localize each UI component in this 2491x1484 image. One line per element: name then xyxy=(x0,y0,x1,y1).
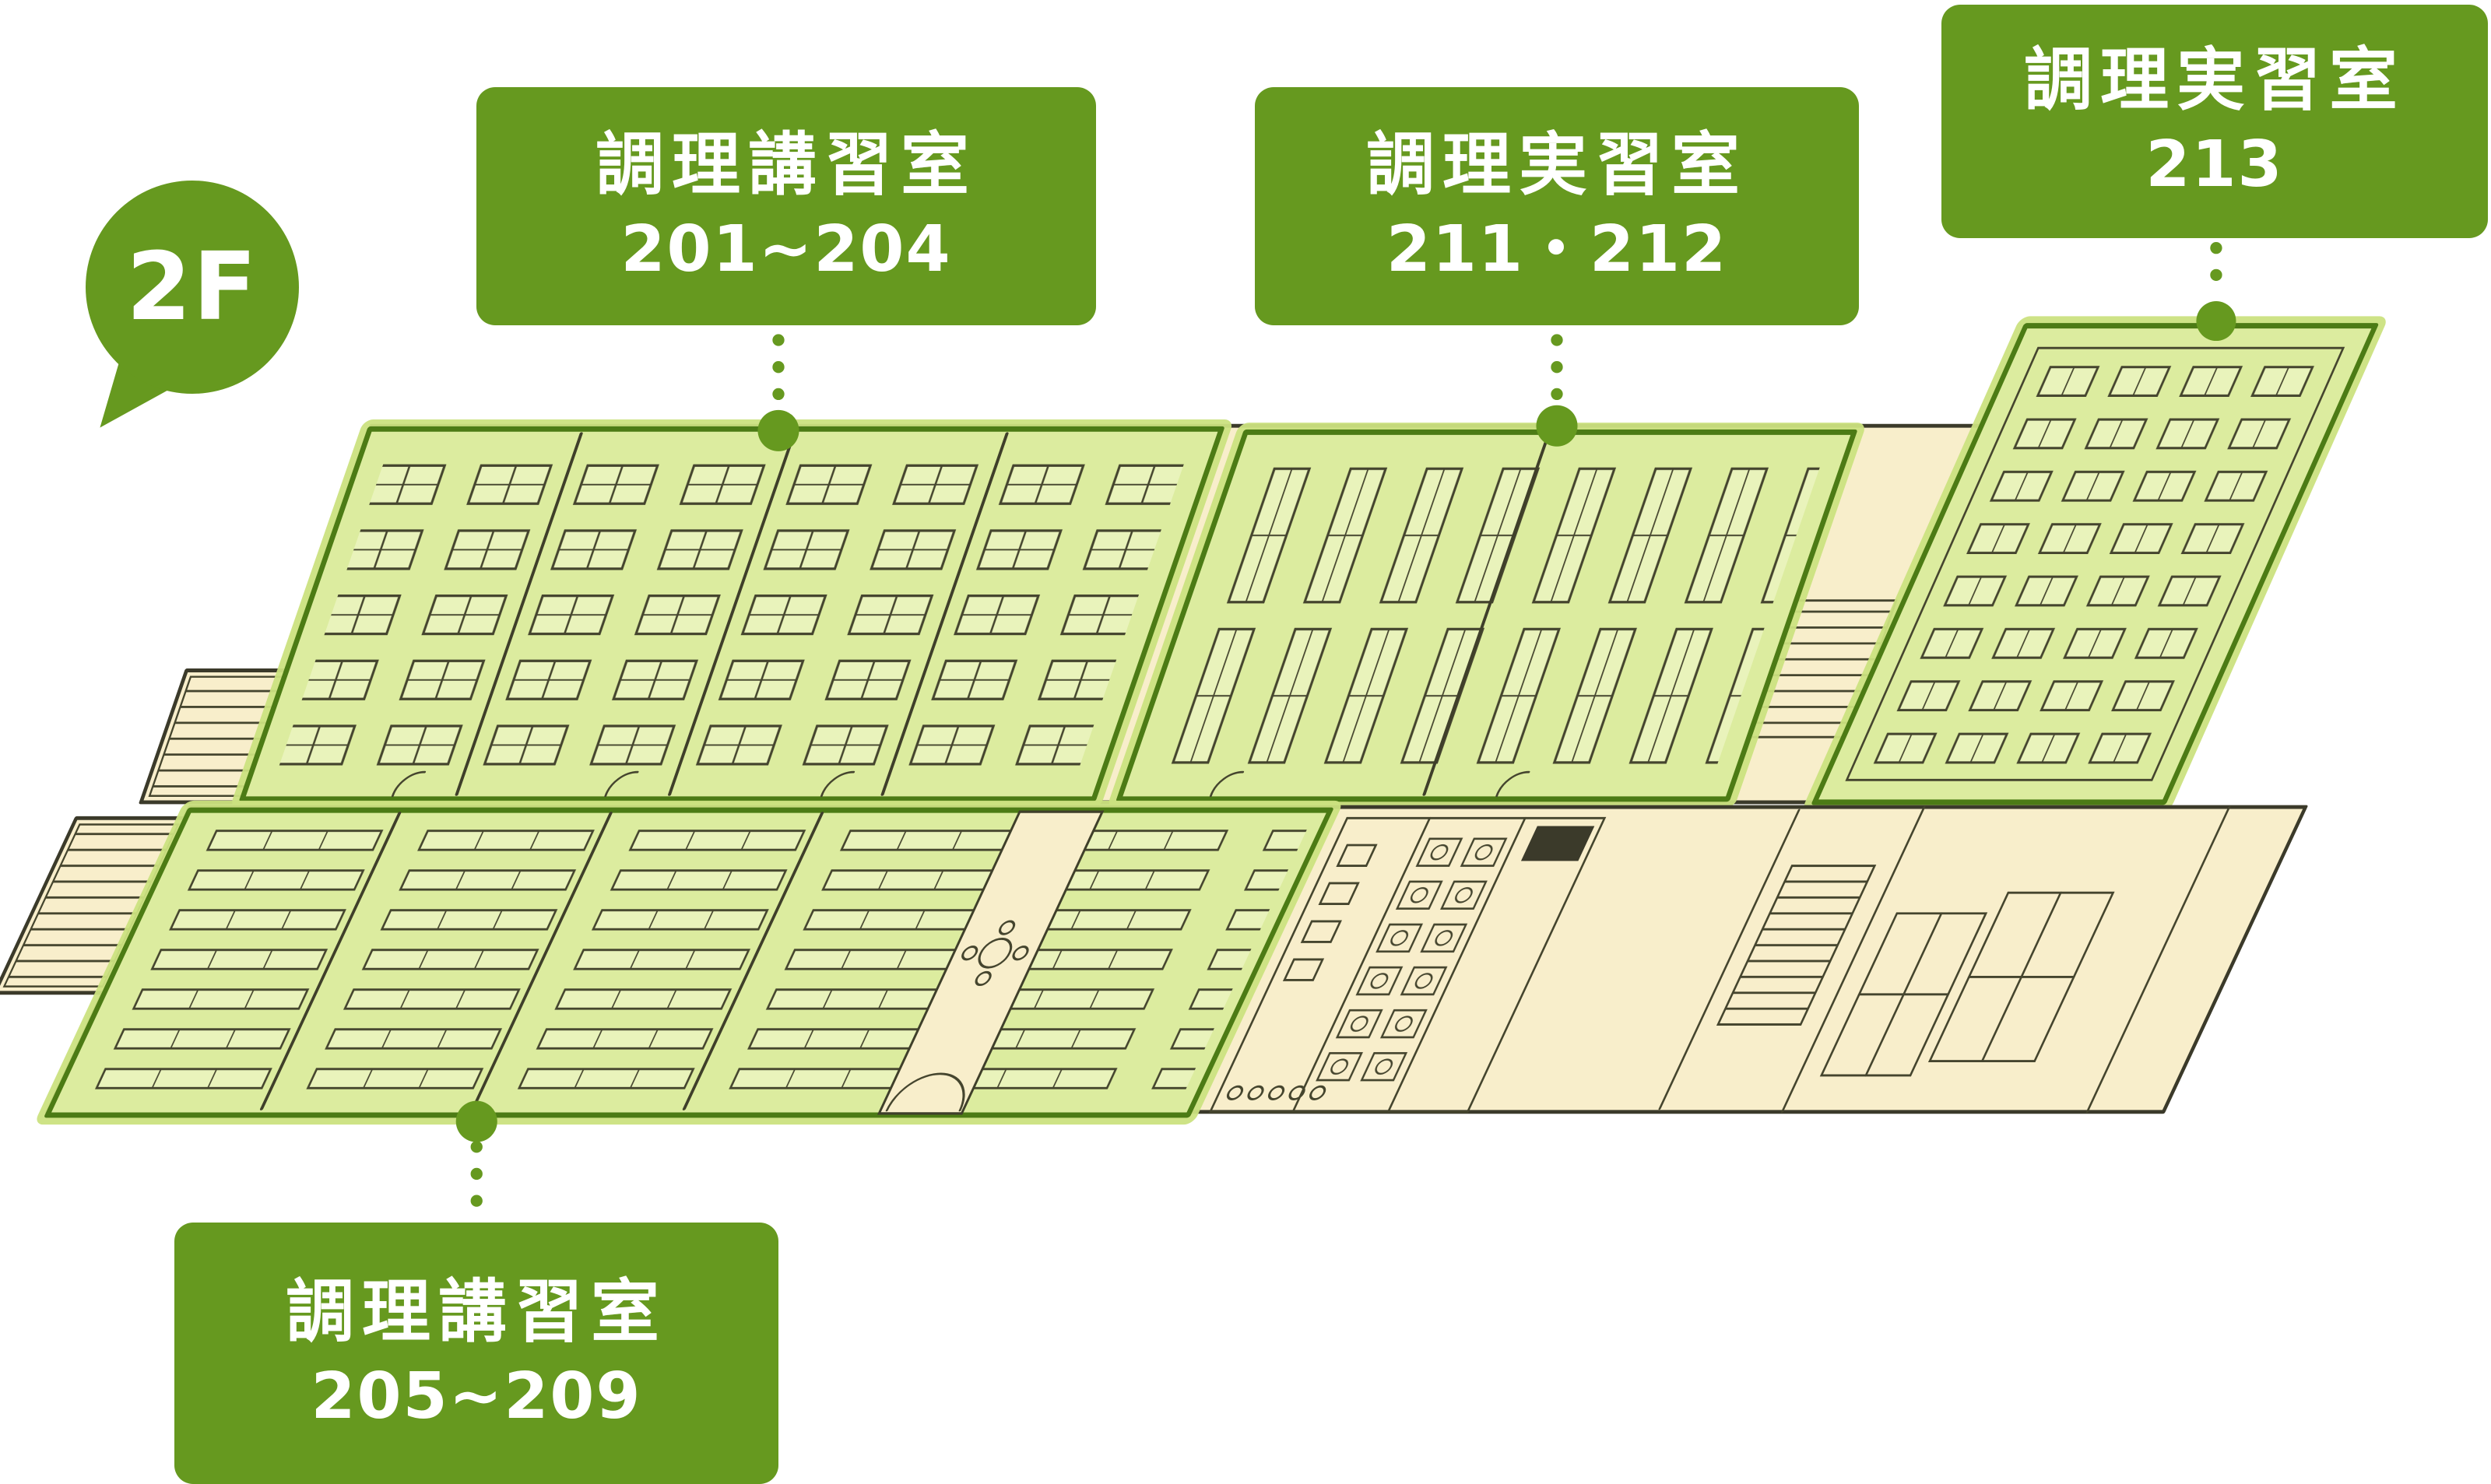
center-lower-stairs xyxy=(1716,865,1877,1026)
lounge-strip xyxy=(877,810,1105,1115)
room-201-204-area xyxy=(232,419,1232,809)
room-label-213: 調理実習室 213 xyxy=(1941,5,2488,238)
room-label-number: 201~204 xyxy=(620,212,952,287)
right-service-rooms xyxy=(1819,891,2115,1077)
restrooms xyxy=(1208,816,1607,1114)
room-213-wing xyxy=(1804,316,2386,812)
lower-wing xyxy=(0,800,2308,1125)
room-label-205-209: 調理講習室 205~209 xyxy=(174,1223,778,1484)
room-205-209-desks xyxy=(67,823,1310,1103)
connector-201-204 xyxy=(757,334,799,451)
round-table xyxy=(961,920,1029,987)
room-label-number: 211・212 xyxy=(1386,212,1728,287)
room-label-title: 調理講習室 xyxy=(285,1271,667,1352)
upper-wing xyxy=(139,419,2000,809)
connector-213 xyxy=(2196,242,2236,342)
room-205-209-area xyxy=(37,800,1341,1125)
room-label-number: 205~209 xyxy=(311,1359,642,1434)
connectors xyxy=(455,242,2236,1217)
room-label-201-204: 調理講習室 201~204 xyxy=(476,87,1096,325)
connector-211-212 xyxy=(1536,334,1578,447)
room-label-211-212: 調理実習室 211・212 xyxy=(1255,87,1859,325)
room-213-desks xyxy=(1857,357,2330,777)
room-label-title: 調理講習室 xyxy=(595,124,977,205)
room-label-title: 調理実習室 xyxy=(2023,39,2405,120)
room-label-number: 213 xyxy=(2145,128,2284,202)
service-shaft xyxy=(1520,826,1595,861)
floor-badge: 2F xyxy=(86,181,299,394)
floor-badge-label: 2F xyxy=(126,233,258,342)
toilet-stalls xyxy=(1308,832,1516,1087)
arched-doorway xyxy=(885,1072,965,1112)
room-label-title: 調理実習室 xyxy=(1365,124,1748,205)
connector-205-209 xyxy=(455,1100,497,1217)
room-211-212-area xyxy=(1108,423,1864,809)
room-213-area xyxy=(1804,316,2386,812)
